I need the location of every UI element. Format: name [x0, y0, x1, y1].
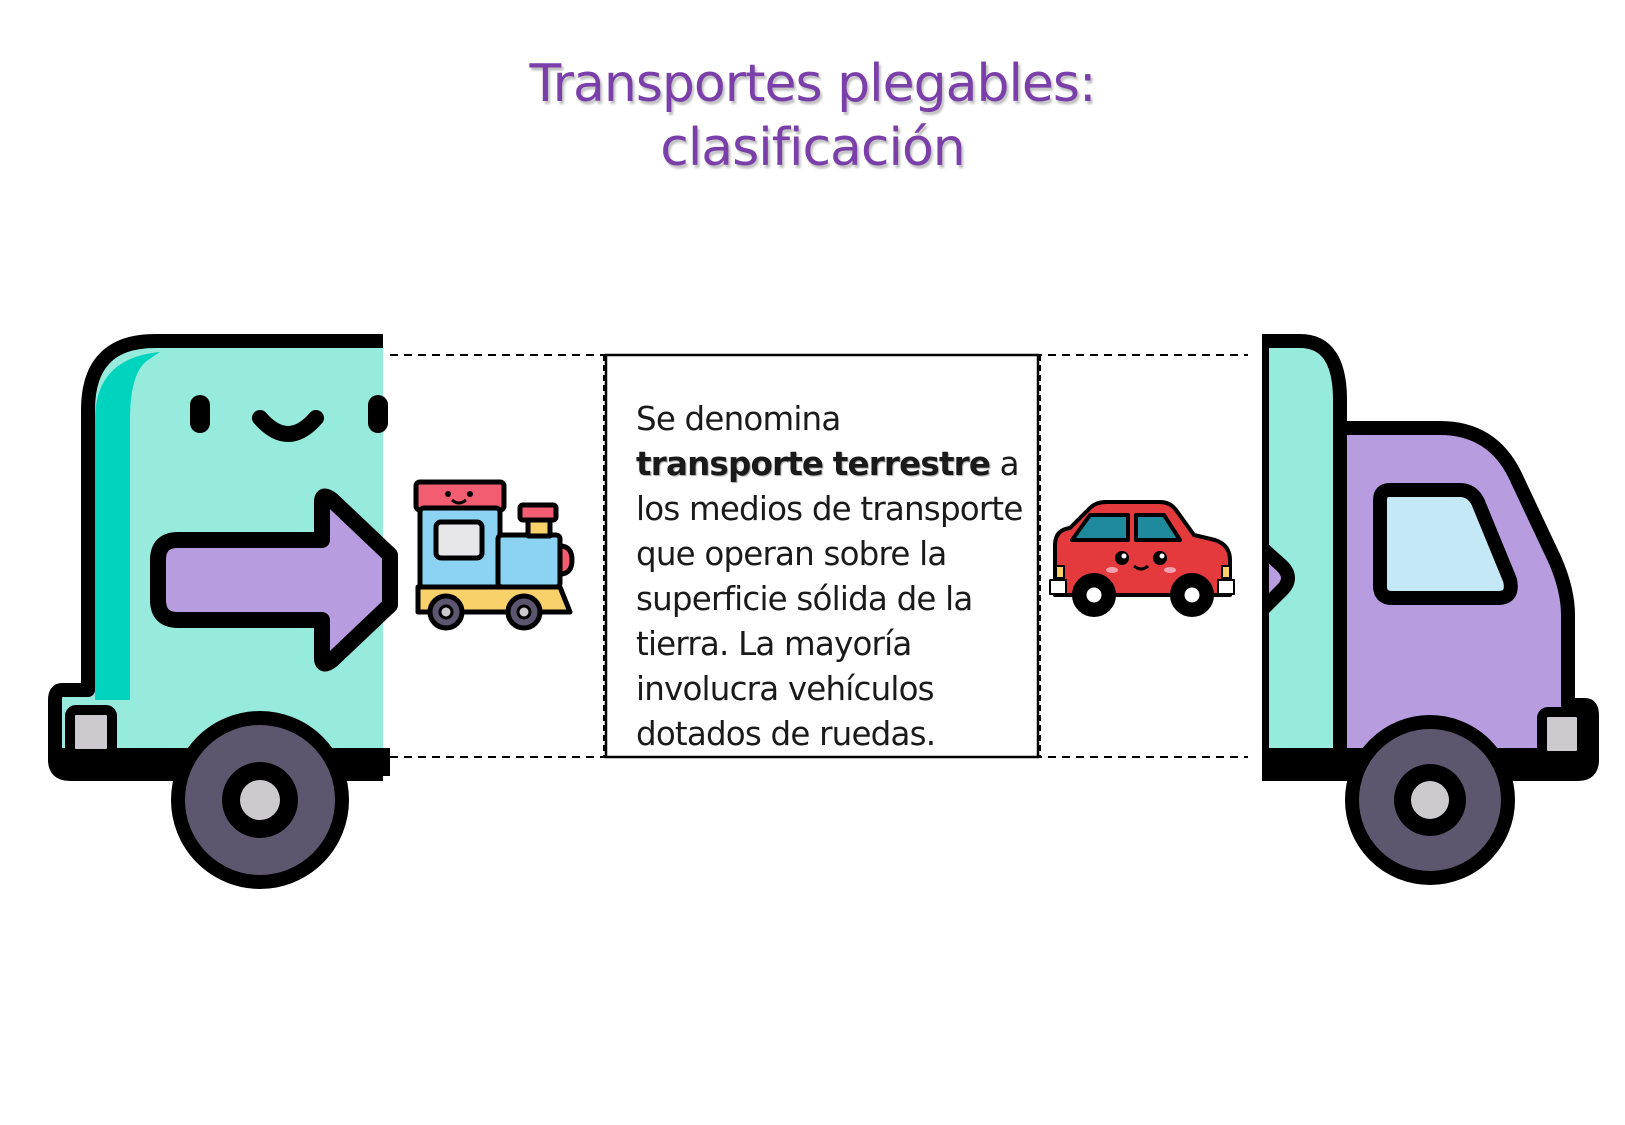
title-line-2: clasificación [660, 118, 965, 178]
text-intro: Se denomina [636, 400, 841, 438]
page-title: Transportes plegables: clasificación [0, 52, 1625, 180]
car-icon [1049, 500, 1235, 617]
truck-rear-icon [48, 330, 403, 889]
truck-cab-icon [1248, 330, 1599, 885]
arrow-right-icon [150, 488, 398, 672]
title-line-1: Transportes plegables: [529, 54, 1097, 114]
text-bold-transporte: transporte [636, 445, 824, 483]
text-bold-terrestre: terrestre [832, 445, 991, 483]
text-body: a los medios de transporte que operan so… [636, 445, 1023, 753]
toy-train-icon [413, 479, 575, 631]
definition-text: Se denomina transporte terrestre a los m… [608, 355, 1038, 755]
fold-lines [390, 353, 1262, 759]
